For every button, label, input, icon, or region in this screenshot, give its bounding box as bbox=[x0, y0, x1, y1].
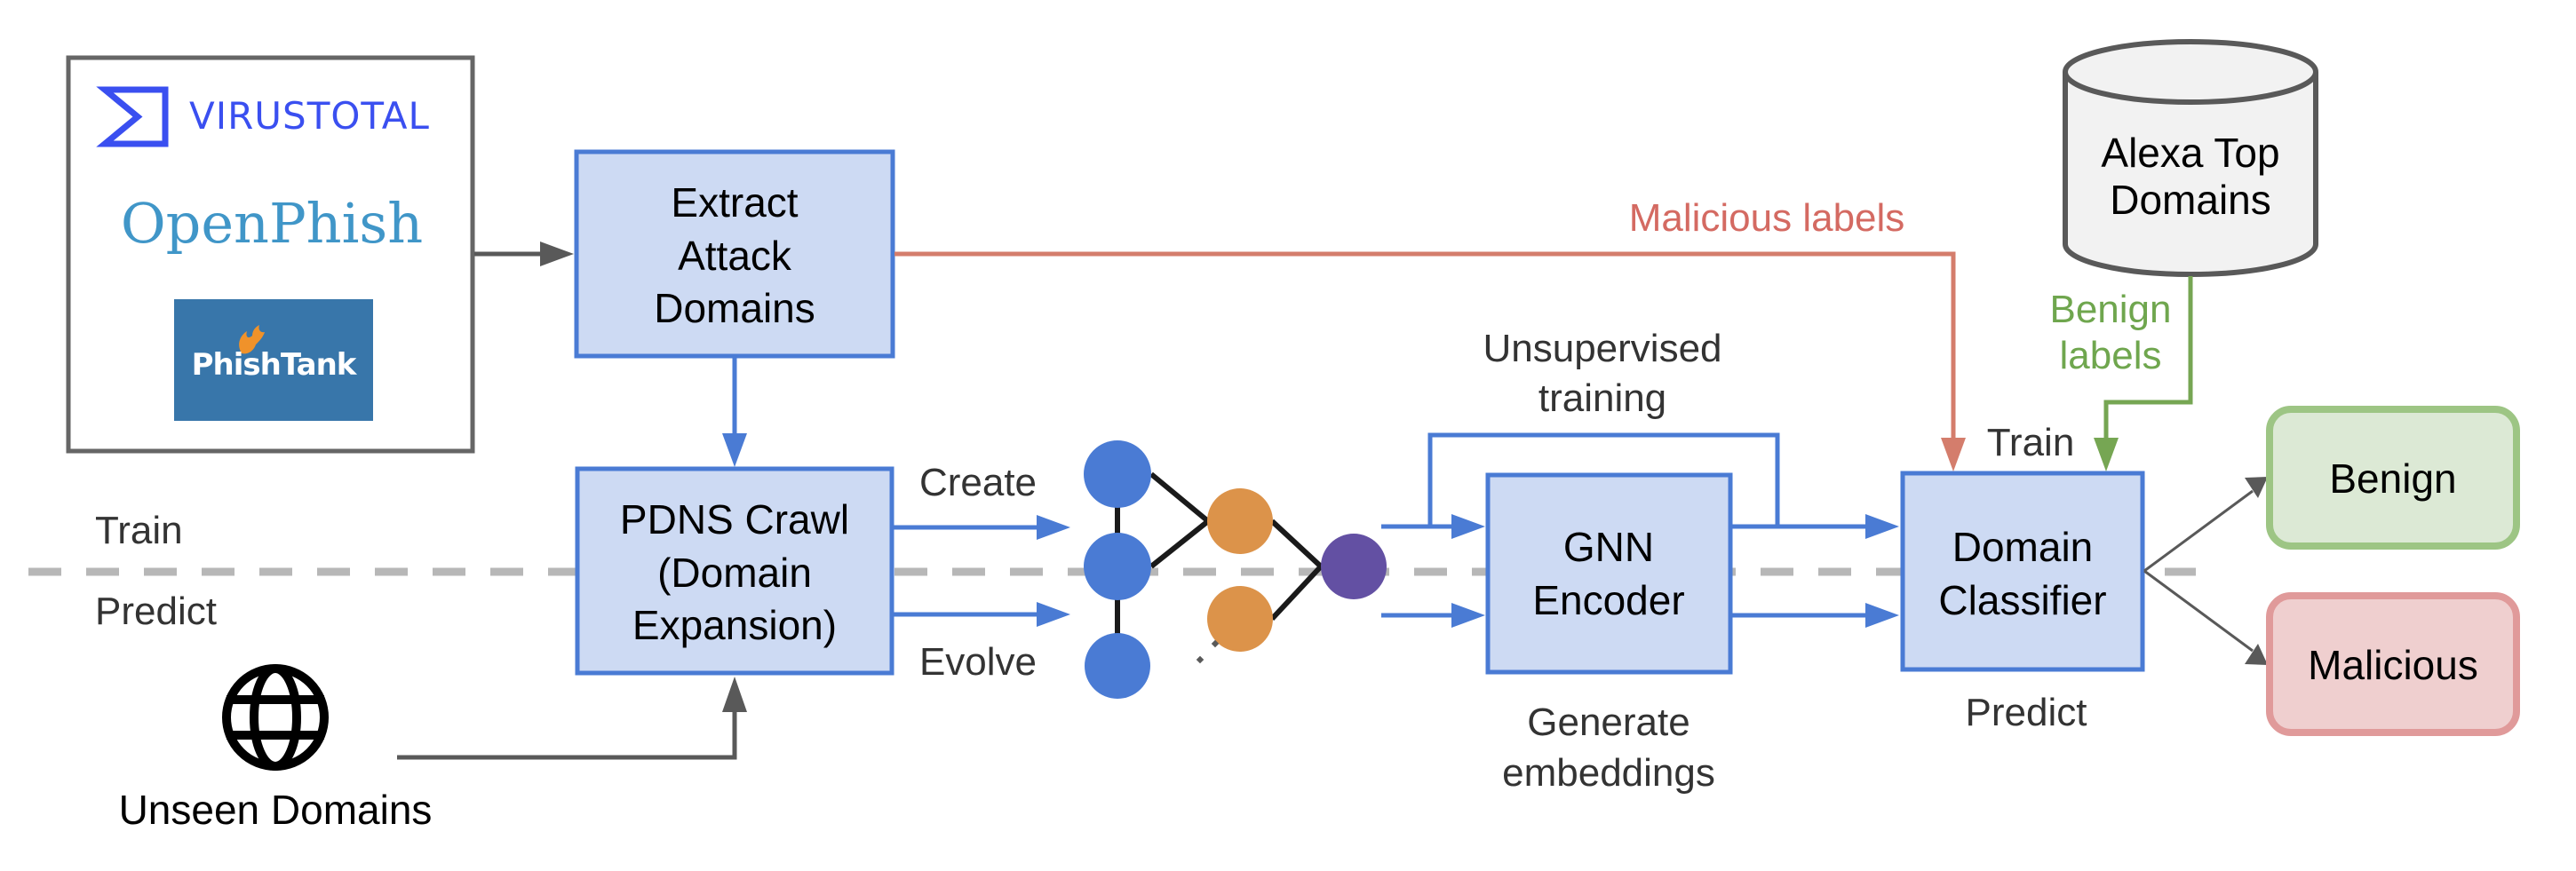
create-label: Create bbox=[919, 461, 1037, 504]
virustotal-logo-text: VIRUSTOTAL bbox=[189, 94, 430, 138]
phishtank-logo-bg bbox=[174, 299, 373, 421]
phase-label-predict: Predict bbox=[95, 590, 217, 633]
domain-graph bbox=[1084, 440, 1387, 699]
benign-labels-text-1: Benign bbox=[2049, 288, 2171, 331]
alexa-line-2: Domains bbox=[2110, 177, 2271, 223]
graph-node-blue bbox=[1084, 533, 1151, 600]
graph-ellipsis-dot bbox=[1196, 655, 1205, 664]
classifier-predict-label: Predict bbox=[1966, 691, 2087, 734]
evolve-arrowhead bbox=[1037, 602, 1070, 627]
phishtank-logo-text: PhishTank bbox=[192, 347, 358, 383]
pdns-line-3: Expansion) bbox=[632, 602, 837, 648]
flame-icon bbox=[239, 325, 265, 354]
globe-icon bbox=[222, 664, 329, 771]
gnn-encoder-node: GNN Encoder bbox=[1485, 472, 1733, 675]
graph-edge bbox=[1149, 471, 1210, 524]
unseen-to-pdns-edge bbox=[397, 710, 737, 760]
malicious-output-label: Malicious bbox=[2308, 642, 2478, 688]
unseen-domains-label: Unseen Domains bbox=[119, 787, 433, 833]
graph-edge bbox=[1269, 564, 1324, 622]
cylinder-database-icon: Alexa Top Domains bbox=[2063, 39, 2318, 277]
classifier-to-malicious-arrowhead bbox=[2245, 644, 2268, 665]
graph-node-blue bbox=[1085, 633, 1150, 699]
domain-classifier-node: Domain Classifier bbox=[1900, 471, 2145, 672]
unseen-to-pdns-arrowhead bbox=[722, 677, 747, 712]
benign-labels-edge bbox=[2103, 276, 2193, 439]
benign-labels-text-2: labels bbox=[2060, 334, 2162, 377]
sigma-logo-icon bbox=[96, 86, 169, 147]
malicious-labels-arrowhead bbox=[1941, 438, 1966, 471]
graph-edge bbox=[1269, 519, 1324, 569]
create-arrowhead bbox=[1037, 515, 1070, 540]
classifier-to-benign-edge bbox=[2143, 489, 2254, 573]
extract-line-2: Attack bbox=[678, 233, 792, 279]
extract-line-1: Extract bbox=[671, 179, 798, 226]
gnn-line-2: Encoder bbox=[1532, 577, 1684, 623]
openphish-logo-text: OpenPhish bbox=[121, 191, 423, 256]
graph-edge bbox=[1149, 519, 1210, 569]
generate-label-2: embeddings bbox=[1502, 751, 1715, 795]
graph-node-blue bbox=[1084, 440, 1151, 508]
extract-attack-domains-node: Extract Attack Domains bbox=[574, 149, 895, 359]
graph-to-gnn-top-arrowhead bbox=[1451, 514, 1485, 539]
alexa-line-1: Alexa Top bbox=[2101, 130, 2279, 176]
classifier-line-2: Classifier bbox=[1938, 577, 2106, 623]
phase-label-train: Train bbox=[95, 509, 183, 552]
gnn-to-classifier-bottom-arrowhead bbox=[1865, 603, 1899, 628]
malicious-labels-text: Malicious labels bbox=[1629, 196, 1905, 240]
malicious-labels-edge bbox=[894, 251, 1956, 439]
gnn-to-classifier-top-arrowhead bbox=[1865, 514, 1899, 539]
classifier-line-1: Domain bbox=[1952, 524, 2094, 570]
graph-ellipsis-dot bbox=[1211, 639, 1220, 648]
threat-intel-sources: VIRUSTOTAL OpenPhish PhishTank bbox=[66, 55, 475, 454]
pdns-line-2: (Domain bbox=[657, 550, 812, 596]
classifier-to-malicious-edge bbox=[2143, 569, 2254, 653]
extract-line-3: Domains bbox=[654, 285, 815, 331]
classifier-train-label: Train bbox=[1987, 421, 2075, 464]
pdns-line-1: PDNS Crawl bbox=[620, 496, 849, 542]
generate-label-1: Generate bbox=[1527, 701, 1690, 744]
graph-node-purple bbox=[1321, 534, 1387, 599]
graph-node-orange bbox=[1207, 586, 1273, 652]
gnn-line-1: GNN bbox=[1563, 524, 1654, 570]
graph-node-orange bbox=[1207, 488, 1273, 554]
graph-to-gnn-bottom-arrowhead bbox=[1451, 603, 1485, 628]
benign-labels-arrowhead bbox=[2094, 438, 2119, 471]
benign-output-label: Benign bbox=[2329, 455, 2456, 502]
unsupervised-label-2: training bbox=[1538, 376, 1666, 420]
extract-to-pdns-arrowhead bbox=[722, 433, 747, 467]
sources-to-extract-arrowhead bbox=[540, 242, 574, 266]
benign-output-node: Benign bbox=[2266, 406, 2520, 550]
evolve-label: Evolve bbox=[919, 640, 1037, 684]
unsupervised-training-loop bbox=[1427, 432, 1780, 527]
unsupervised-label-1: Unsupervised bbox=[1483, 327, 1721, 370]
classifier-to-benign-arrowhead bbox=[2245, 477, 2268, 498]
pdns-crawl-node: PDNS Crawl (Domain Expansion) bbox=[575, 466, 894, 676]
malicious-output-node: Malicious bbox=[2266, 592, 2520, 736]
